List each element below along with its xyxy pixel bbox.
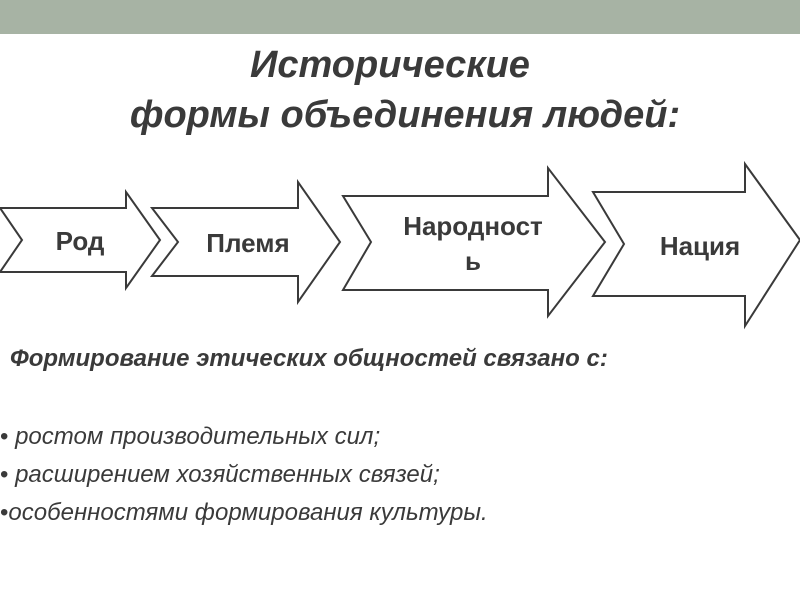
bullet-item: •особенностями формирования культуры.	[0, 494, 800, 532]
arrow-narodnost: Народност ь	[341, 165, 607, 319]
arrow-label-plemya: Племя	[206, 228, 289, 258]
top-decorative-bar	[0, 0, 800, 34]
bullet-marker: •	[0, 423, 9, 450]
bullet-marker: •	[0, 499, 9, 526]
bullet-text: особенностями формирования культуры.	[8, 499, 488, 526]
arrow-label-narodnost-2: ь	[465, 246, 481, 276]
arrow-label-natsiya: Нация	[660, 231, 740, 261]
bullet-text: ростом производительных сил;	[8, 423, 381, 450]
title-line-2: формы объединения людей:	[129, 94, 681, 136]
arrow-label-narodnost-1: Народност	[403, 211, 543, 241]
arrow-label-rod: Род	[56, 226, 105, 256]
bullet-item: • ростом производительных сил;	[0, 418, 800, 456]
arrow-rod: Род	[0, 188, 162, 292]
subtitle: Формирование этических общностей связано…	[10, 345, 608, 372]
page-title: Исторические формы объединения людей:	[0, 40, 800, 140]
arrow-natsiya: Нация	[591, 160, 800, 330]
bullet-list: • ростом производительных сил; • расшире…	[0, 418, 800, 532]
bullet-item: • расширением хозяйственных связей;	[0, 456, 800, 494]
title-line-1: Исторические	[250, 44, 530, 86]
bullet-text: расширением хозяйственных связей;	[8, 461, 440, 488]
arrow-plemya: Племя	[149, 178, 342, 306]
arrow-sequence: Род Племя Народност ь Нация	[0, 160, 800, 330]
bullet-marker: •	[0, 461, 9, 488]
